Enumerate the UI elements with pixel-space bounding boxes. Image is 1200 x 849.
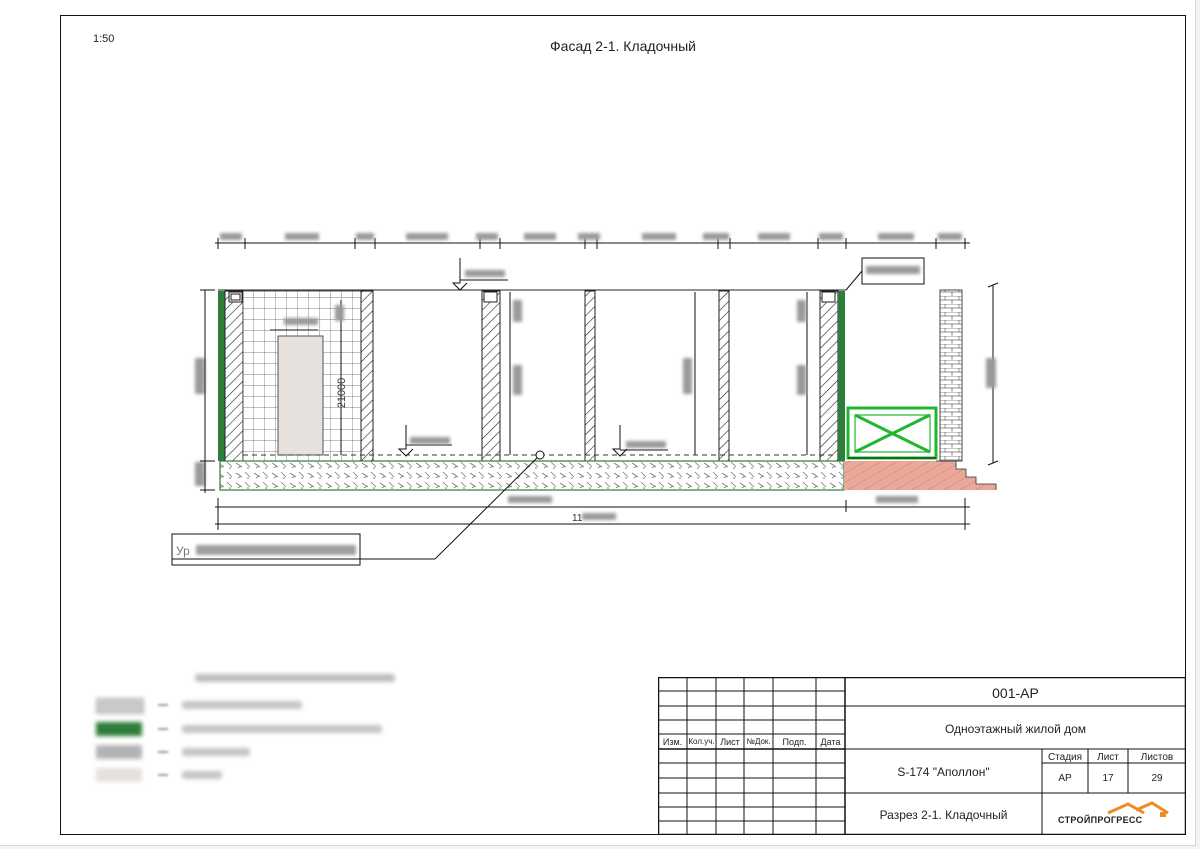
drawing-frame (60, 15, 1186, 835)
company-logo: СТРОЙПРОГРЕСС (1056, 801, 1174, 827)
sheets-header: Листов (1140, 752, 1174, 763)
top-dimension-chain (215, 233, 970, 249)
logo-text: СТРОЙПРОГРЕСС (1058, 815, 1143, 825)
project-name: Одноэтажный жилой дом (944, 722, 1087, 736)
drawing-title: Фасад 2-1. Кладочный (550, 38, 696, 54)
col-kol-uch: Кол.уч. (688, 737, 715, 746)
col-list: Лист (720, 737, 740, 747)
project-series: S-174 "Аполлон" (897, 765, 990, 779)
terrace-railing (846, 406, 938, 460)
logo-roof-icon (1107, 801, 1169, 817)
floor-slab (219, 460, 845, 491)
title-block: Изм. Кол.уч. Лист №Док. Подп. Дата 001-А… (658, 677, 1186, 835)
scale-label: 1:50 (93, 33, 115, 45)
dim-total-label: 11 (572, 513, 583, 524)
top-level-mark (451, 258, 508, 291)
sheets-value: 29 (1151, 773, 1163, 784)
floor-level-marks (397, 425, 668, 457)
document-code: 001-АР (992, 685, 1039, 701)
col-doc: №Док. (746, 737, 771, 746)
stage-value: АР (1058, 773, 1072, 784)
stage-header: Стадия (1047, 752, 1083, 763)
brick-column (939, 289, 963, 462)
level-callout-text: Ур (176, 544, 190, 558)
sheet-header: Лист (1097, 752, 1119, 763)
title-block-grid (658, 677, 1186, 835)
sheet-value: 17 (1102, 773, 1114, 784)
terrace-floor (844, 461, 936, 490)
bottom-dimensions (215, 498, 970, 530)
callout-top-right (845, 257, 925, 291)
sheet-title: Разрез 2-1. Кладочный (879, 808, 1008, 822)
col-izm: Изм. (662, 737, 683, 747)
col-podp: Подп. (782, 737, 807, 747)
label-21000: 21000 (336, 378, 348, 409)
col-data: Дата (820, 737, 841, 747)
materials-legend (90, 668, 410, 798)
door (277, 335, 324, 456)
